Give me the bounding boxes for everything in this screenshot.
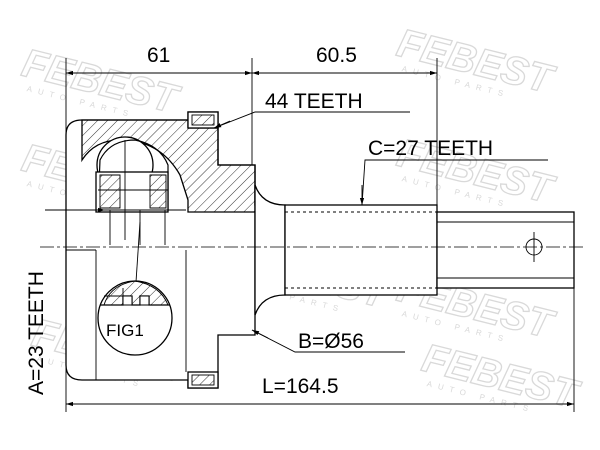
- outer-housing: [65, 111, 277, 389]
- dim-total-length: L=164.5: [262, 375, 339, 398]
- stub-shaft: [254, 184, 575, 316]
- dimensions: 61 60.5 44 TEETH C=27 TEETH A=23 TEETH B…: [25, 44, 575, 412]
- dim-outer-length: 61: [147, 44, 170, 67]
- dim-shaft-teeth: C=27 TEETH: [368, 137, 493, 160]
- dim-outer-teeth: 44 TEETH: [265, 90, 363, 113]
- fig1-detail: FIG1: [97, 221, 173, 356]
- dim-diameter: B=Ø56: [298, 330, 364, 353]
- dim-shaft-length: 60.5: [316, 44, 357, 67]
- inner-race: [95, 136, 186, 245]
- dim-inner-teeth: A=23 TEETH: [25, 271, 48, 395]
- fig1-label: FIG1: [106, 321, 144, 340]
